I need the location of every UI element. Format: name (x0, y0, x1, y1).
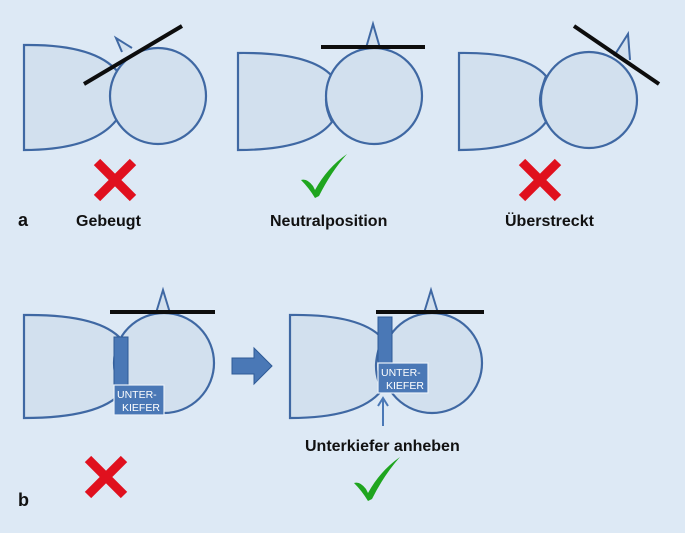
nose-tip (423, 286, 439, 314)
head-jaw-lifted: UNTER- KIEFER (288, 286, 484, 426)
action-label: Unterkiefer anheben (305, 438, 460, 455)
head-neutral (236, 20, 425, 152)
cross-icon (88, 459, 124, 495)
head-circle (324, 46, 424, 146)
head-jaw-not-lifted: UNTER- KIEFER (22, 286, 216, 420)
nose-tip (113, 35, 133, 53)
head-overextended (457, 24, 661, 152)
checkmark-icon (354, 457, 400, 501)
body-shape (457, 51, 548, 152)
body-shape (22, 43, 120, 152)
jaw-label-line1: UNTER- (381, 367, 421, 379)
up-arrow-icon (377, 396, 389, 426)
body-shape (236, 51, 334, 152)
bed-line (572, 24, 661, 86)
label-flexed: Gebeugt (76, 213, 142, 230)
cross-icon (97, 162, 133, 198)
lower-jaw-label-box (377, 362, 429, 394)
head-flexed (22, 24, 208, 152)
lower-jaw-label-box (113, 384, 165, 416)
cross-icon (522, 162, 558, 198)
panel-letter-a: a (18, 210, 29, 230)
checkmark-icon (301, 154, 347, 198)
jaw-label-line2: KIEFER (122, 402, 160, 414)
body-shape (22, 313, 124, 420)
jaw-label-line2: KIEFER (386, 380, 424, 392)
right-arrow-icon (231, 346, 273, 386)
panel-letter-b: b (18, 490, 29, 510)
label-overextended: Überstreckt (505, 211, 595, 230)
jaw-label-line1: UNTER- (117, 389, 157, 401)
bed-line (82, 24, 184, 86)
head-circle (539, 50, 639, 150)
nose-tip (613, 30, 631, 61)
label-neutral: Neutralposition (270, 213, 387, 230)
head-circle (108, 46, 208, 146)
nose-tip (155, 286, 171, 314)
body-shape (288, 313, 384, 420)
nose-tip (365, 20, 381, 49)
